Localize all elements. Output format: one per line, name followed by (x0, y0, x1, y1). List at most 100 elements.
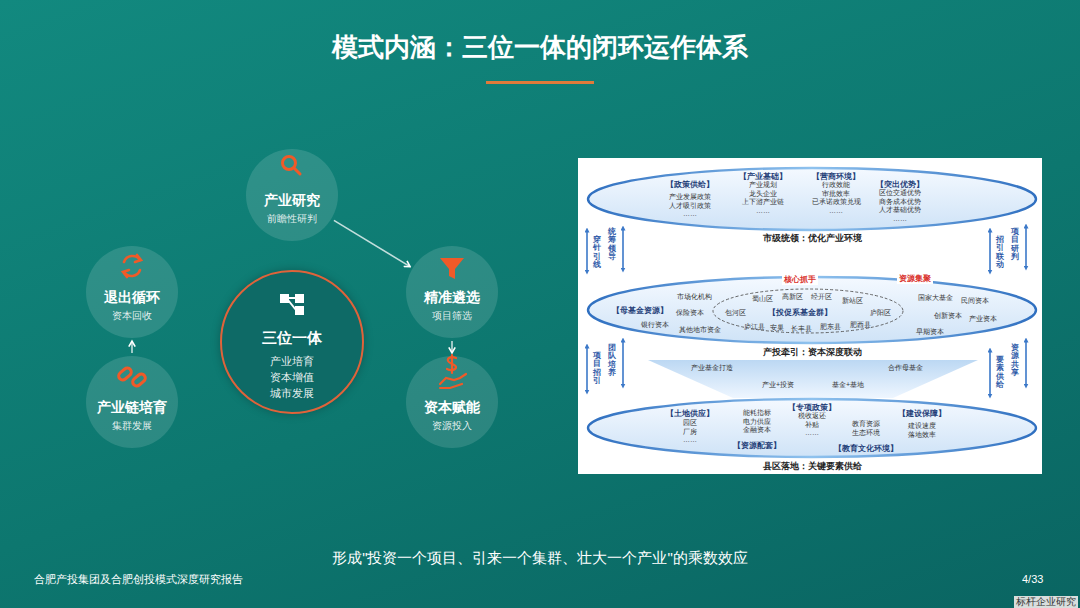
side-label: 招引联动 (996, 236, 1004, 269)
side-label: 项目招引 (593, 352, 601, 385)
side-label: 穿针引线 (593, 236, 601, 269)
image-panel (578, 158, 1042, 474)
band-text: 蜀山区 (752, 294, 773, 303)
network-icon (281, 295, 303, 314)
cycle-arrow (451, 341, 453, 353)
band-text: 产业+投资 (762, 380, 794, 389)
stage-circle: 精准遴选项目筛选 (406, 246, 498, 338)
fund-cluster-ellipse: 蜀山区高新区经开区新站区包河区【投促系基金群】庐阳区庐江县安巢长丰县肥东县肥西县 (712, 288, 904, 334)
circle-subtitle: 产业培育 资本增值 城市发展 (270, 353, 314, 401)
band-shape (713, 289, 903, 333)
band-text: 县区落地：关键要素供给 (763, 461, 862, 472)
band-text: 建设速度 落地效率 (908, 422, 936, 439)
band-text: 新站区 (842, 296, 863, 305)
side-label: 资源共享 (1011, 344, 1019, 377)
page-number: 4/33 (1022, 572, 1043, 586)
circle-subtitle: 项目筛选 (432, 309, 472, 323)
city-level-band: 【政策供给】产业发展政策 人才吸引政策 …… 【产业基础】产业规划 龙头企业 上下… (586, 166, 1038, 248)
band-text: 安巢 (770, 323, 784, 332)
side-label: 团队培养 (608, 344, 616, 377)
band-text: 创新资本 (934, 311, 962, 320)
band-text: 银行资本 (641, 320, 669, 329)
capital-hand-icon (440, 355, 466, 388)
circle-title: 产业链培育 (97, 398, 167, 416)
band-text: 庐江县 (744, 322, 765, 331)
band-text: 民间资本 (961, 296, 989, 305)
circle-title: 资本赋能 (424, 398, 480, 416)
band-text: 长丰县 (791, 324, 812, 333)
band-text: 【资源配套】 (733, 441, 781, 450)
band-text: 【教育文化环境】 (834, 444, 898, 453)
band-text: 肥东县 (820, 322, 841, 331)
circle-title: 精准遴选 (424, 288, 480, 306)
footer-note: 合肥产投集团及合肥创投模式深度研究报告 (34, 572, 243, 586)
watermark: 标杆企业研究 (1014, 596, 1078, 608)
cycle-arrow (131, 341, 133, 353)
side-label: 项目研判 (1011, 228, 1019, 261)
funnel-icon (440, 258, 464, 279)
band-text: 【突出优势】 (876, 180, 924, 189)
band-text: 其他地市资金 (679, 325, 721, 334)
band-text: 【土地供应】 (666, 409, 714, 418)
band-shape (648, 360, 978, 398)
band-text: 产投牵引：资本深度联动 (763, 347, 862, 358)
band-shape (588, 277, 1036, 343)
band-text: 【母基金资源】 (612, 306, 668, 315)
band-text: 【政策供给】 (666, 180, 714, 189)
capital-band: 核心抓手 资源集聚市场化机构【母基金资源】保险资本银行资本其他地市资金 国家大基金民… (586, 274, 1038, 360)
band-text: 【产业基础】 (739, 172, 787, 181)
band-text: 庐阳区 (870, 308, 891, 317)
circle-subtitle: 前瞻性研判 (267, 212, 317, 226)
band-shape (588, 168, 1036, 230)
band-text: 经开区 (811, 292, 832, 301)
stage-circle: 资本赋能资源投入 (406, 356, 498, 448)
title-underline (486, 81, 594, 84)
band-text: 市级统领：优化产业环境 (763, 233, 862, 244)
circle-title: 三位一体 (262, 328, 322, 347)
band-text: 【营商环境】 (812, 172, 860, 181)
search-icon (283, 157, 301, 175)
band-text: 保险资本 (676, 308, 704, 317)
band-text: 包河区 (725, 308, 746, 317)
band-text: 教育资源 生态环境 (852, 420, 880, 437)
stage-circle: 产业研究前瞻性研判 (246, 149, 338, 241)
band-text: 税收返还 补贴 …… (798, 412, 826, 438)
band-text: 合作母基金 (888, 363, 923, 372)
circle-subtitle: 资本回收 (112, 309, 152, 323)
band-text: 【投促系基金群】 (768, 308, 832, 317)
refresh-icon (123, 255, 141, 277)
circle-title: 退出循环 (104, 288, 160, 306)
core-circle: 三位一体产业培育 资本增值 城市发展 (220, 270, 364, 414)
chain-link-icon (117, 366, 147, 387)
stage-circle: 退出循环资本回收 (86, 246, 178, 338)
band-shape (588, 399, 1036, 457)
band-text: 【专项政策】 (788, 403, 836, 412)
band-text: 园区 厂房 …… (683, 419, 697, 445)
band-text: 产业资本 (969, 314, 997, 323)
band-text: 能耗指标 电力供应 金融资本 (743, 409, 771, 435)
band-text: 早期资本 (916, 327, 944, 336)
circle-subtitle: 资源投入 (432, 419, 472, 433)
band-text: 区位交通优势 商务成本优势 人才基础优势 …… (879, 189, 921, 223)
circle-subtitle: 集群发展 (112, 419, 152, 433)
side-label: 统筹领导 (608, 228, 616, 261)
slide-caption: 形成"投资一个项目、引来一个集群、壮大一个产业"的乘数效应 (0, 548, 1080, 568)
band-text: 资源集聚 (897, 274, 933, 284)
band-text: 基金+基地 (832, 380, 864, 389)
band-text: 肥西县 (850, 320, 871, 329)
band-text: 产业发展政策 人才吸引政策 …… (669, 193, 711, 219)
band-text: 核心抓手 (782, 275, 818, 285)
band-text: 市场化机构 (677, 292, 712, 301)
band-text: 【建设保障】 (898, 409, 946, 418)
band-text: 产业基金打造 (691, 363, 733, 372)
cycle-arrow (334, 220, 410, 266)
band-text: 产业规划 龙头企业 上下游产业链 …… (742, 181, 784, 215)
side-label: 要素供给 (996, 356, 1004, 389)
band-text: 行政效能 审批效率 已承诺政策兑现 …… (812, 181, 861, 215)
circle-title: 产业研究 (264, 191, 320, 209)
county-level-band: 【土地供应】园区 厂房 …… 能耗指标 电力供应 金融资本【资源配套】 【专项政策】… (586, 398, 1038, 474)
stage-circle: 产业链培育集群发展 (86, 356, 178, 448)
band-text: 国家大基金 (918, 293, 953, 302)
